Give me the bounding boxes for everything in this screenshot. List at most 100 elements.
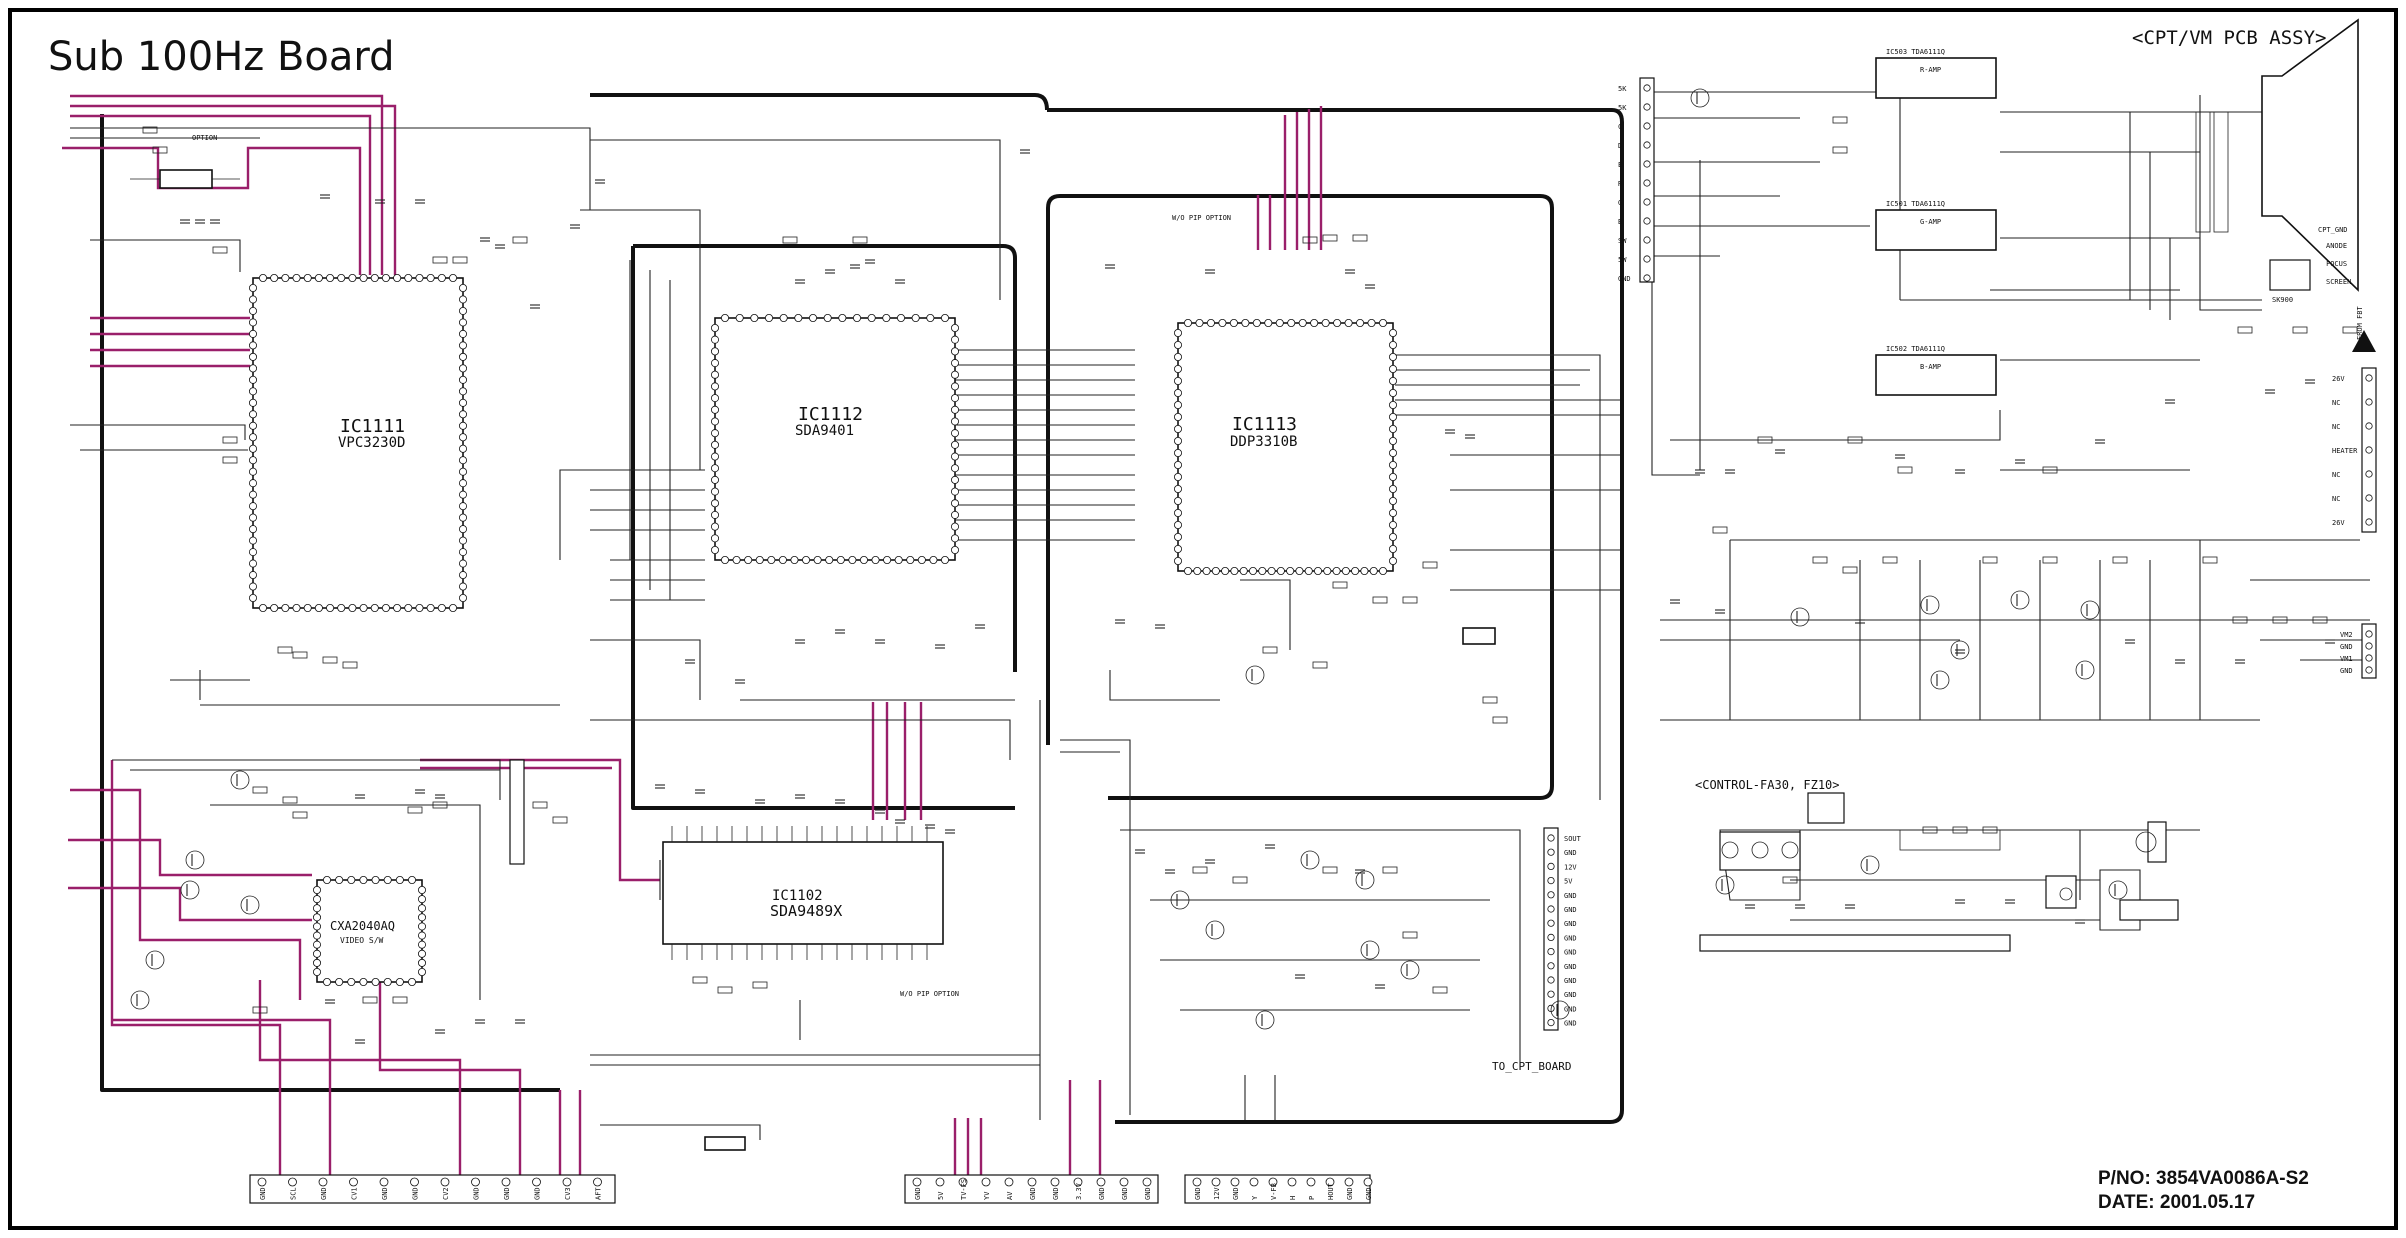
pin: [1389, 364, 1398, 373]
connector-pin: [501, 1177, 511, 1187]
amp-r-label: R-AMP: [1920, 66, 1941, 74]
connector-pin: [1547, 834, 1555, 842]
connector-pin-label: VM2: [2340, 631, 2353, 639]
pin: [755, 556, 764, 565]
video-amp-r: IC503 TDA6111Q R-AMP: [1875, 48, 1997, 99]
connector-pin: [1230, 1177, 1240, 1187]
pin: [1295, 567, 1304, 576]
connector-pin: [593, 1177, 602, 1187]
pin: [1241, 318, 1250, 327]
amp-b-ref: IC502 TDA6111Q: [1886, 345, 1945, 353]
video-amp-g: IC501 TDA6111Q G-AMP: [1875, 200, 1997, 251]
pin: [711, 335, 720, 344]
assy-title: <CPT/VM PCB ASSY>: [2132, 27, 2326, 49]
connector-pin: [1643, 198, 1651, 206]
pin: [711, 323, 720, 332]
connector-pin: [562, 1177, 572, 1187]
pin: [1174, 472, 1183, 481]
pin: [1174, 388, 1183, 397]
connector-pin: [2365, 446, 2373, 454]
crt-tube-icon: [2195, 18, 2359, 292]
pin: [248, 456, 257, 465]
pin: [312, 958, 321, 967]
pin: [1360, 567, 1369, 576]
transistor-icon: [2108, 880, 2128, 900]
connector-pin-label: GND: [1144, 1187, 1152, 1200]
pin: [1211, 567, 1220, 576]
connector-pin-label: 5W: [1618, 256, 1627, 264]
amp-g-ref: IC501 TDA6111Q: [1886, 200, 1945, 208]
pin: [248, 318, 257, 327]
pin: [1174, 340, 1183, 349]
pin: [711, 522, 720, 531]
pin: [1351, 567, 1360, 576]
pin: [882, 313, 891, 322]
pin: [929, 556, 938, 565]
transistor-icon: [1860, 855, 1880, 875]
connector-p1103-right: SOUTGND12V5VGNDGNDGNDGNDGNDGNDGNDGNDGNDG…: [1543, 827, 1582, 1031]
resistor: [2112, 556, 2128, 564]
pin: [732, 556, 741, 565]
connector-pin: [2365, 642, 2373, 650]
pin: [248, 364, 257, 373]
pin: [458, 548, 467, 557]
connector-pin-label: GND: [2340, 643, 2353, 651]
resistor: [1832, 146, 1848, 154]
connector-pin: [2365, 494, 2373, 502]
connector-pin-label: GND: [473, 1187, 481, 1200]
ic1111-vpc3230d: IC1111 VPC3230D: [252, 277, 464, 609]
ic1113-ref: IC1113: [1232, 414, 1297, 435]
connector-pin-label: CV1: [351, 1187, 359, 1200]
connector-pin-label: GND: [1564, 963, 1577, 971]
pin: [458, 306, 467, 315]
pin: [1389, 376, 1398, 385]
connector-pin-label: GND: [1564, 934, 1577, 942]
pin: [823, 313, 832, 322]
pin: [248, 594, 257, 603]
pin: [248, 352, 257, 361]
pin: [458, 467, 467, 476]
pin: [1389, 508, 1398, 517]
resistor: [277, 646, 293, 654]
pin: [1174, 412, 1183, 421]
connector-pin-label: GND: [1232, 1187, 1240, 1200]
pin: [721, 556, 730, 565]
pin: [951, 394, 960, 403]
crt-label-from-fbt: FROM FBT: [2356, 305, 2364, 340]
pin: [426, 604, 435, 613]
resistor: [717, 986, 733, 994]
pin: [859, 556, 868, 565]
connector-pin: [1643, 103, 1651, 111]
resistor: [407, 806, 423, 814]
pin: [258, 604, 267, 613]
pin: [248, 410, 257, 419]
pin: [1389, 472, 1398, 481]
pin: [417, 931, 426, 940]
pin: [951, 405, 960, 414]
pin: [711, 475, 720, 484]
pin: [458, 582, 467, 591]
pin: [1267, 567, 1276, 576]
crt-label-cpt-gnd: CPT_GND: [2318, 226, 2348, 234]
pin: [248, 582, 257, 591]
resistor: [1332, 581, 1348, 589]
connector-pin: [1073, 1177, 1083, 1187]
note-option: OPTION: [192, 134, 217, 142]
pin: [951, 510, 960, 519]
connector-pin-label: GND: [1564, 977, 1577, 985]
pin: [711, 370, 720, 379]
connector-pin: [1119, 1177, 1129, 1187]
pin: [1264, 318, 1273, 327]
thin-wiring: [70, 91, 2370, 1140]
pin: [1369, 567, 1378, 576]
pin: [337, 604, 346, 613]
connector-pin: [1004, 1177, 1014, 1187]
resistor: [2232, 616, 2248, 624]
resistor: [252, 786, 268, 794]
pin: [1367, 318, 1376, 327]
pin: [711, 417, 720, 426]
connector-pin: [379, 1177, 389, 1187]
pin: [711, 347, 720, 356]
connector-pin: [1287, 1177, 1297, 1187]
pin: [711, 499, 720, 508]
